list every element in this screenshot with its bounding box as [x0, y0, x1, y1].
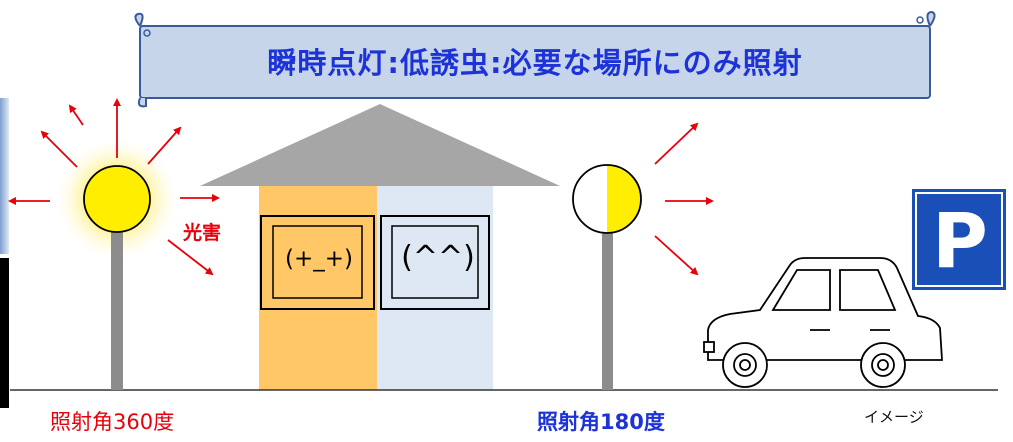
arrows-180 — [654, 122, 714, 276]
streetlight-180-icon — [572, 164, 642, 390]
car-icon — [703, 257, 943, 388]
house-right-wall — [377, 186, 493, 390]
arrow-down-right — [167, 239, 214, 276]
lamp-pole-right — [602, 226, 613, 390]
light-pollution-label: 光害 — [183, 222, 222, 244]
angle-360-label: 照射角360度 — [50, 410, 175, 434]
lamp-half-yellow — [607, 165, 641, 233]
window-right-outer — [380, 215, 490, 310]
house-left-wall — [259, 186, 377, 390]
banner-scroll — [134, 10, 936, 108]
window-left-outer — [260, 215, 375, 310]
angle-180-label: 照射角180度 — [537, 410, 665, 434]
arrow-right-down — [654, 235, 699, 276]
window-left-inner — [272, 225, 363, 299]
arrow-up-right — [147, 126, 182, 165]
parking-sign-icon — [912, 189, 1006, 290]
arrow-up-right-short — [68, 104, 84, 126]
lamp-outline-right — [572, 164, 642, 234]
lamp-pole-left — [111, 227, 123, 390]
window-right-inner — [391, 225, 479, 299]
house — [200, 104, 560, 390]
streetlight-360-icon — [53, 135, 181, 390]
arrow-up-left — [40, 130, 78, 168]
face-left-window: (+_+) — [285, 246, 353, 272]
image-note-label: イメージ — [864, 408, 924, 426]
lamp-half-white — [573, 165, 607, 233]
edge-strip-blue — [0, 98, 9, 254]
banner-title: 瞬時点灯:低誘虫:必要な場所にのみ照射 — [267, 45, 803, 80]
edge-strip-black — [0, 258, 9, 408]
arrow-right-up — [654, 122, 699, 165]
roof — [200, 104, 560, 186]
parking-letter: P — [932, 195, 988, 285]
lamp-bulb-left — [83, 165, 151, 233]
face-right-window: (^^) — [401, 240, 475, 275]
arrows-360 — [8, 98, 220, 276]
